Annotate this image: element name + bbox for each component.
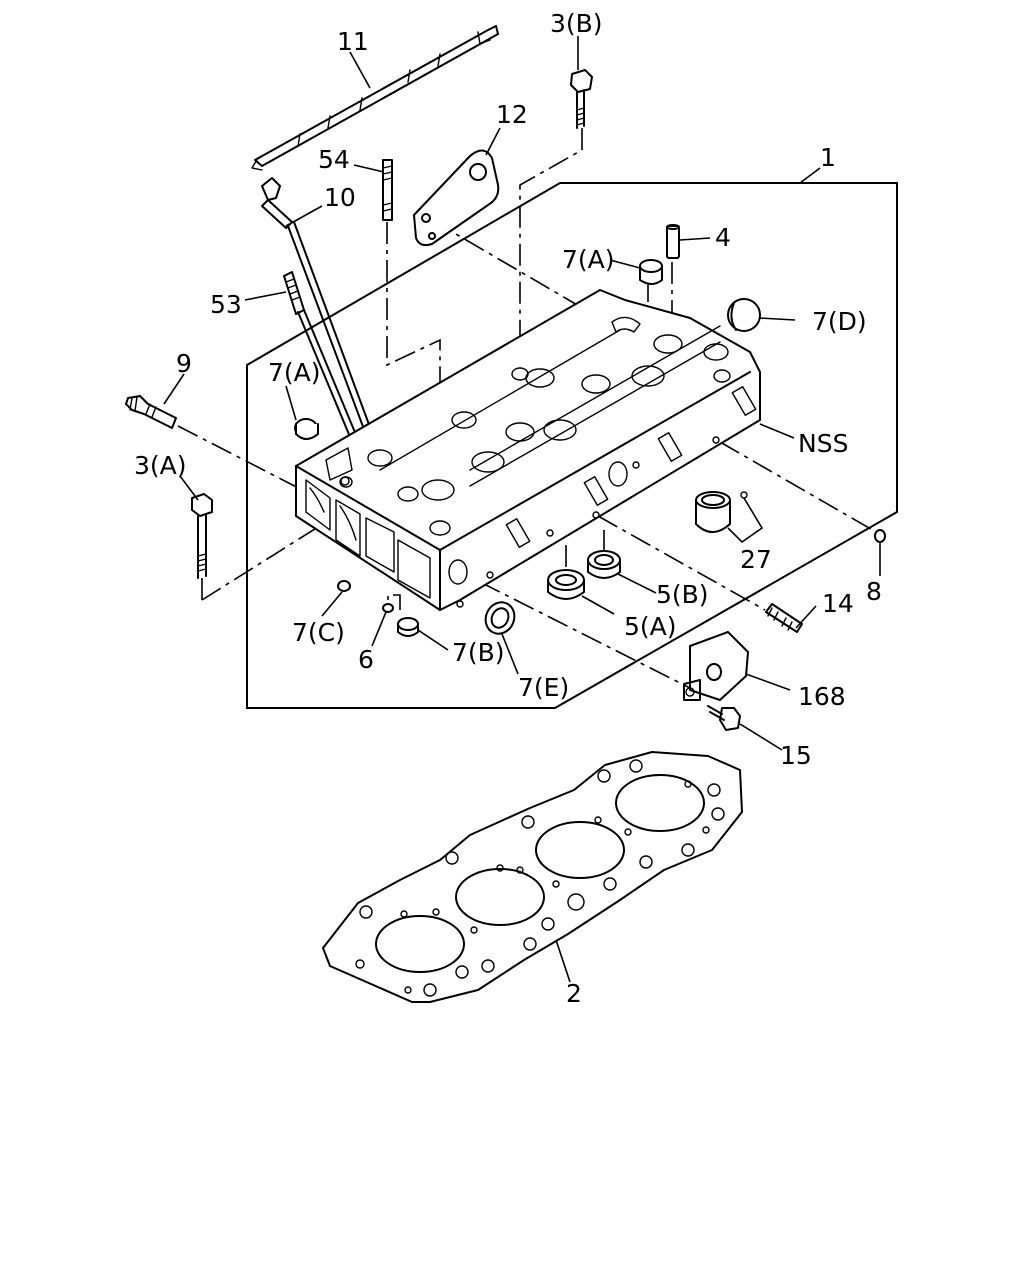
plug-part-7a-top (639, 259, 663, 285)
bolt-part-3b (570, 69, 593, 129)
callout-labels: 11 3(B) 12 54 1 10 4 7(A) 53 7(D) 9 7(A)… (134, 9, 882, 1008)
callout-8: 8 (866, 577, 882, 606)
callout-7d: 7(D) (812, 307, 867, 336)
callout-9: 9 (176, 349, 192, 378)
seat-part-5a (547, 569, 585, 600)
seal-part-27 (695, 491, 748, 533)
callout-3b: 3(B) (550, 9, 603, 38)
callout-4: 4 (715, 223, 731, 252)
callout-12: 12 (496, 100, 528, 129)
callout-27: 27 (740, 545, 772, 574)
callout-54: 54 (318, 145, 350, 174)
callout-3a: 3(A) (134, 451, 187, 480)
callout-168: 168 (798, 682, 846, 711)
pin-part-6 (382, 603, 394, 613)
stud-part-54 (382, 159, 393, 221)
seal-part-7e (484, 601, 516, 635)
stud-part-53 (283, 271, 365, 457)
callout-7a-top: 7(A) (562, 245, 615, 274)
plug-part-8 (874, 529, 886, 543)
sensor-part-10 (261, 177, 375, 441)
callout-11: 11 (337, 27, 369, 56)
seat-part-5b (587, 550, 621, 579)
callout-7a-left: 7(A) (268, 358, 321, 387)
callout-7c: 7(C) (292, 618, 345, 647)
bracket-part-168 (683, 631, 749, 701)
callout-7b: 7(B) (452, 638, 505, 667)
plug-part-7c (337, 580, 351, 592)
callout-nss: NSS (798, 429, 848, 458)
stud-part-9 (125, 395, 177, 429)
callout-10: 10 (324, 183, 356, 212)
stud-part-14 (765, 603, 803, 633)
callout-5a: 5(A) (624, 612, 677, 641)
bracket-part-12 (413, 149, 500, 247)
callout-15: 15 (780, 741, 812, 770)
bolt-part-15 (707, 705, 741, 731)
bolt-part-3a (191, 493, 213, 579)
head-gasket-part-2 (322, 751, 743, 1003)
callout-7e: 7(E) (518, 673, 569, 702)
callout-6: 6 (358, 645, 374, 674)
callout-1: 1 (820, 143, 836, 172)
leader-lines (163, 36, 881, 983)
assembly-frame (246, 182, 898, 709)
plug-part-7a-left (294, 418, 319, 440)
plug-part-7b (397, 617, 419, 637)
plug-part-7d (727, 298, 761, 332)
cylinder-head (295, 289, 761, 611)
callout-5b: 5(B) (656, 580, 709, 609)
callout-2: 2 (566, 979, 582, 1008)
pin-part-4 (666, 224, 680, 259)
callout-14: 14 (822, 589, 854, 618)
pipe-part-11 (251, 25, 499, 171)
callout-53: 53 (210, 290, 242, 319)
